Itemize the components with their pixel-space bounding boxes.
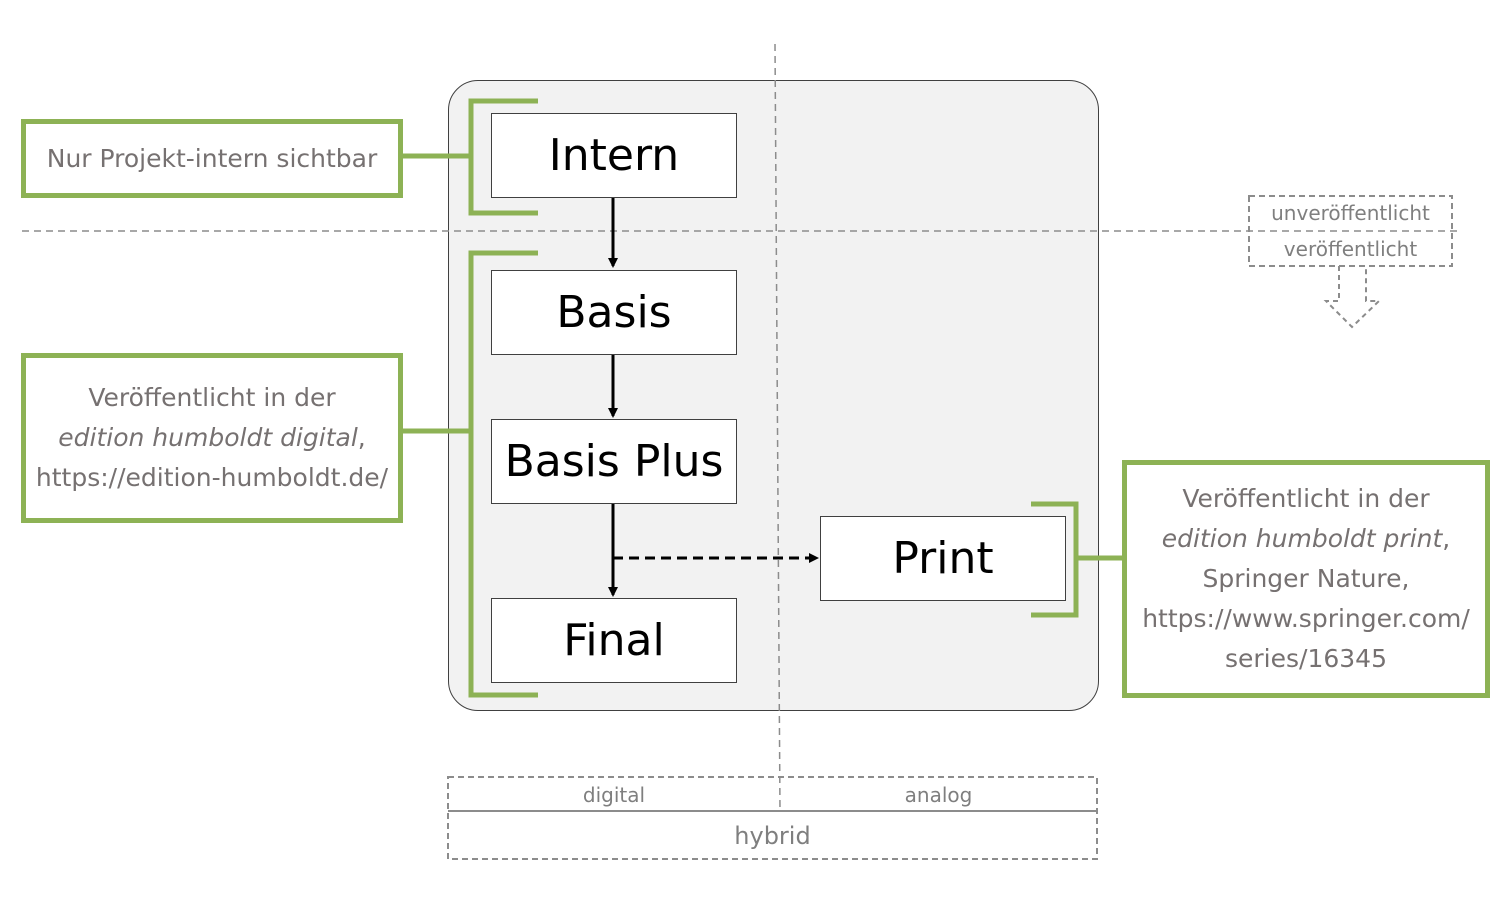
digital-note-url: https://edition-humboldt.de/ (35, 463, 389, 492)
stage-basis-plus: Basis Plus (491, 419, 737, 504)
medium-divider (774, 43, 781, 813)
down-arrow-icon (1323, 266, 1382, 329)
stage-basis-plus-label: Basis Plus (504, 436, 724, 487)
label-digital: digital (582, 783, 646, 807)
print-note-line1: Veröffentlicht in der (1182, 484, 1430, 513)
print-edition-name: edition humboldt print (1161, 524, 1443, 553)
print-note-box: Veröffentlicht in der edition humboldt p… (1122, 460, 1490, 698)
print-note-publisher: Springer Nature, (1202, 564, 1410, 593)
stage-basis-label: Basis (556, 287, 672, 338)
digital-note-line2: edition humboldt digital, (58, 418, 365, 458)
label-unpublished: unveröffentlicht (1271, 201, 1430, 225)
stage-intern: Intern (491, 113, 737, 198)
digital-note-box: Veröffentlicht in der edition humboldt d… (21, 353, 403, 523)
medium-legend-frame (447, 776, 1098, 860)
stage-basis: Basis (491, 270, 737, 355)
print-note-url: https://www.springer.com/ (1142, 604, 1470, 633)
print-edition-comma: , (1442, 524, 1451, 553)
intern-note-box: Nur Projekt-intern sichtbar (21, 119, 403, 198)
label-analog: analog (904, 783, 973, 807)
stage-intern-label: Intern (548, 130, 680, 181)
stage-print: Print (820, 516, 1066, 601)
print-note-line2: edition humboldt print, (1162, 519, 1451, 559)
stage-final: Final (491, 598, 737, 683)
digital-note-line1: Veröffentlicht in der (88, 383, 336, 412)
publication-legend-frame (1248, 195, 1453, 267)
intern-note-text: Nur Projekt-intern sichtbar (46, 143, 378, 173)
digital-bracket (468, 250, 538, 698)
label-hybrid: hybrid (734, 822, 811, 850)
stage-final-label: Final (563, 615, 665, 666)
digital-edition-name: edition humboldt digital (58, 423, 358, 452)
label-published: veröffentlicht (1283, 237, 1418, 261)
stage-print-label: Print (892, 533, 994, 584)
print-note-series: series/16345 (1225, 644, 1387, 673)
digital-edition-comma: , (357, 423, 366, 452)
